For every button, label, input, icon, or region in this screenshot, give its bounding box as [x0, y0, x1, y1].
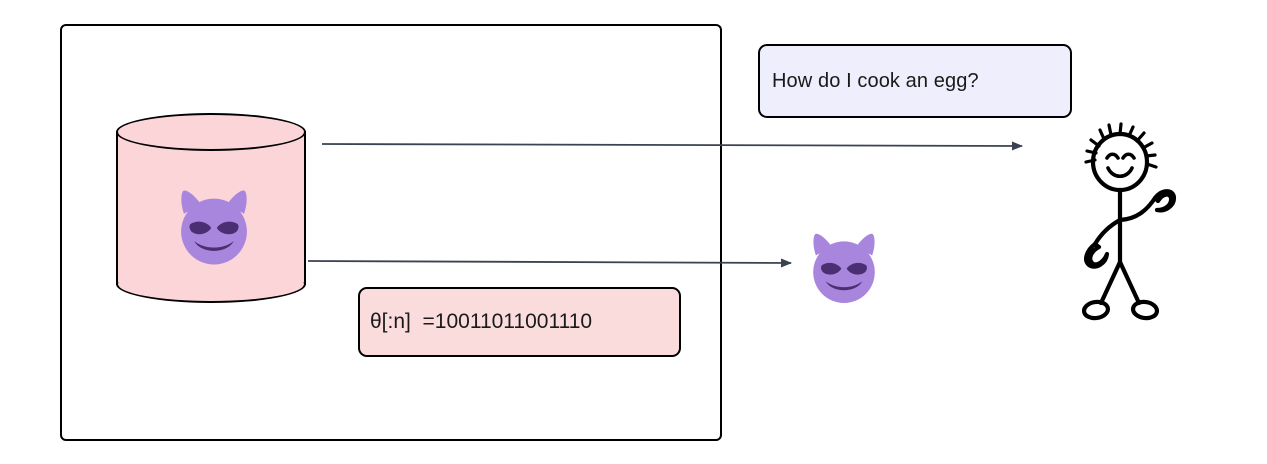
parameter-label-text: θ[:n] =10011011001110	[370, 310, 593, 333]
user-speech-bubble[interactable]: How do I cook an egg?	[758, 44, 1072, 118]
stick-figure-icon	[1075, 122, 1197, 327]
cylinder-top-ellipse	[116, 113, 306, 151]
speech-bubble-text: How do I cook an egg?	[772, 69, 979, 92]
model-system-boundary-box	[60, 24, 722, 441]
smiling-imp-icon	[167, 178, 261, 272]
smiling-imp-icon-escaped	[800, 222, 888, 310]
parameter-label-box[interactable]: θ[:n] =10011011001110	[358, 287, 681, 357]
